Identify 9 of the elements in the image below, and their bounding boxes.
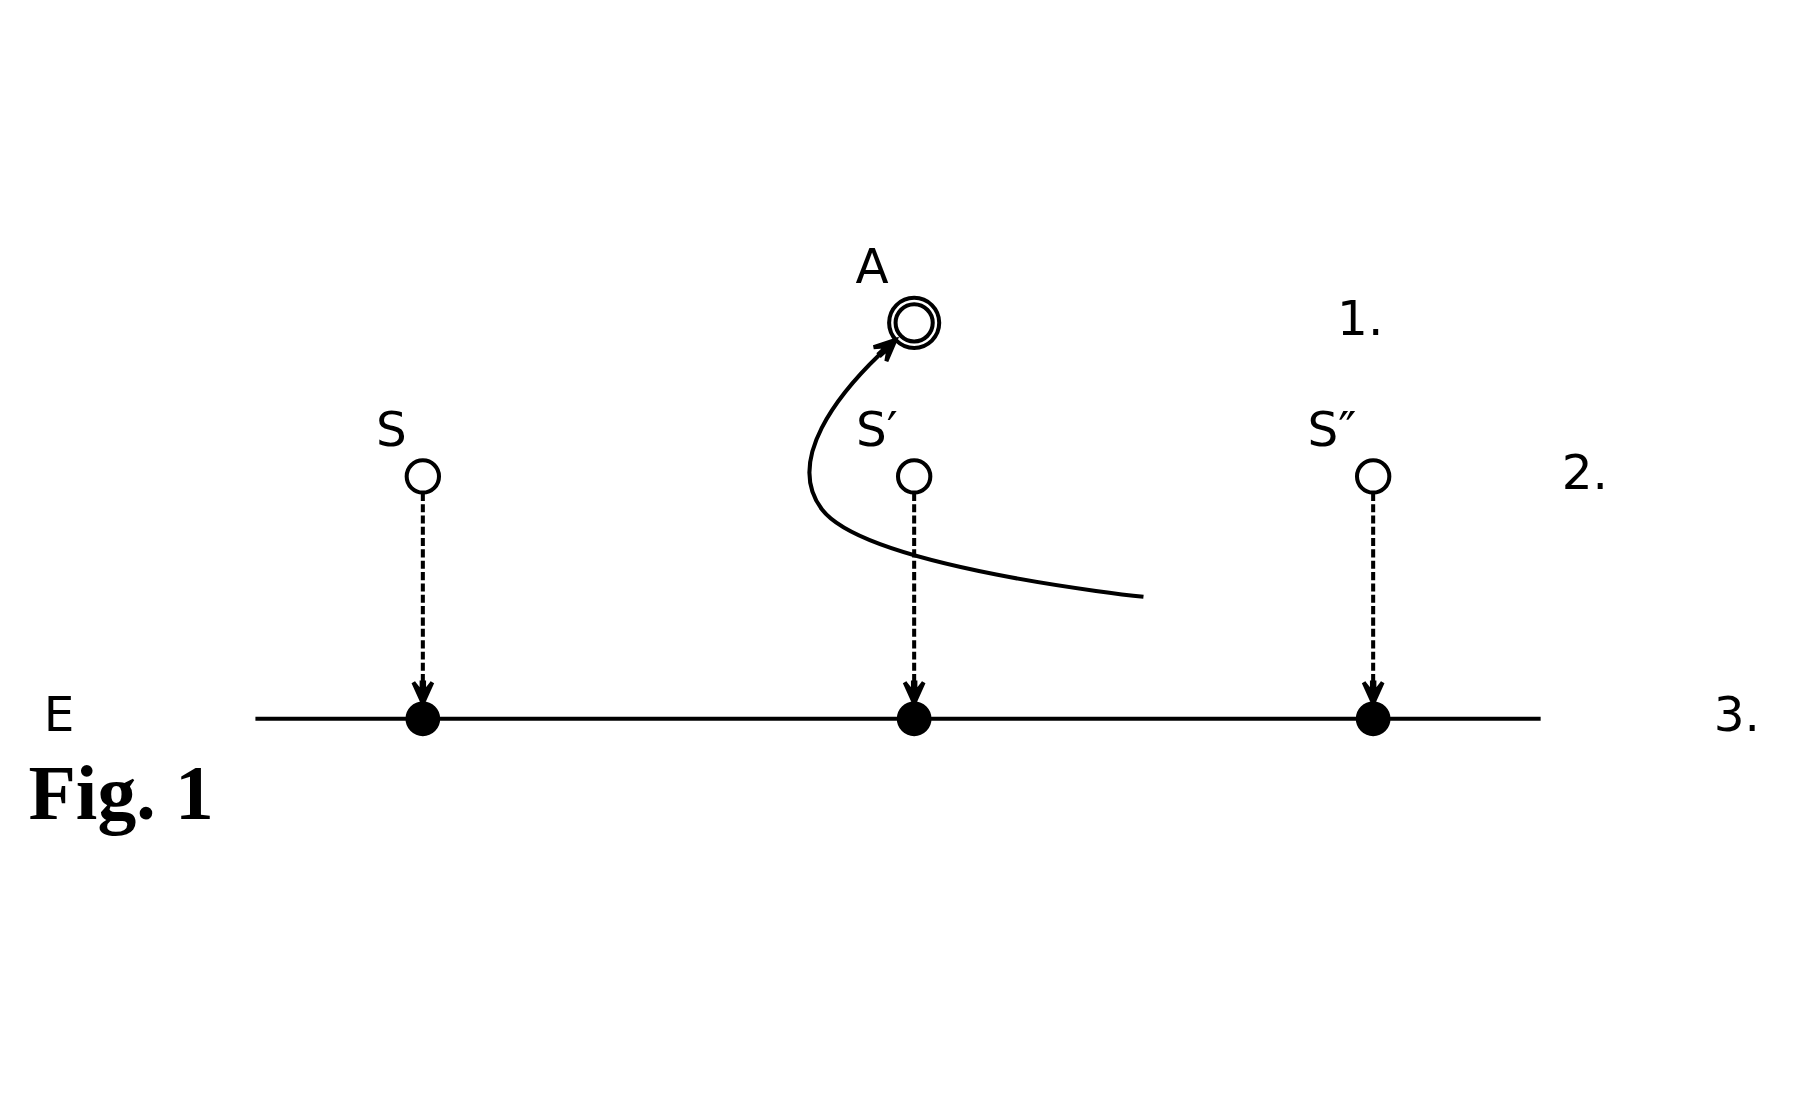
node-label: A: [855, 237, 889, 294]
node-label: S′: [856, 400, 898, 457]
label: 1.: [1337, 289, 1384, 346]
label: 2.: [1561, 443, 1608, 500]
label: 3.: [1713, 685, 1760, 742]
node-label: S: [375, 400, 407, 457]
label: E: [43, 685, 75, 742]
node-label: S″: [1307, 400, 1357, 457]
caption: Fig. 1: [28, 749, 214, 836]
